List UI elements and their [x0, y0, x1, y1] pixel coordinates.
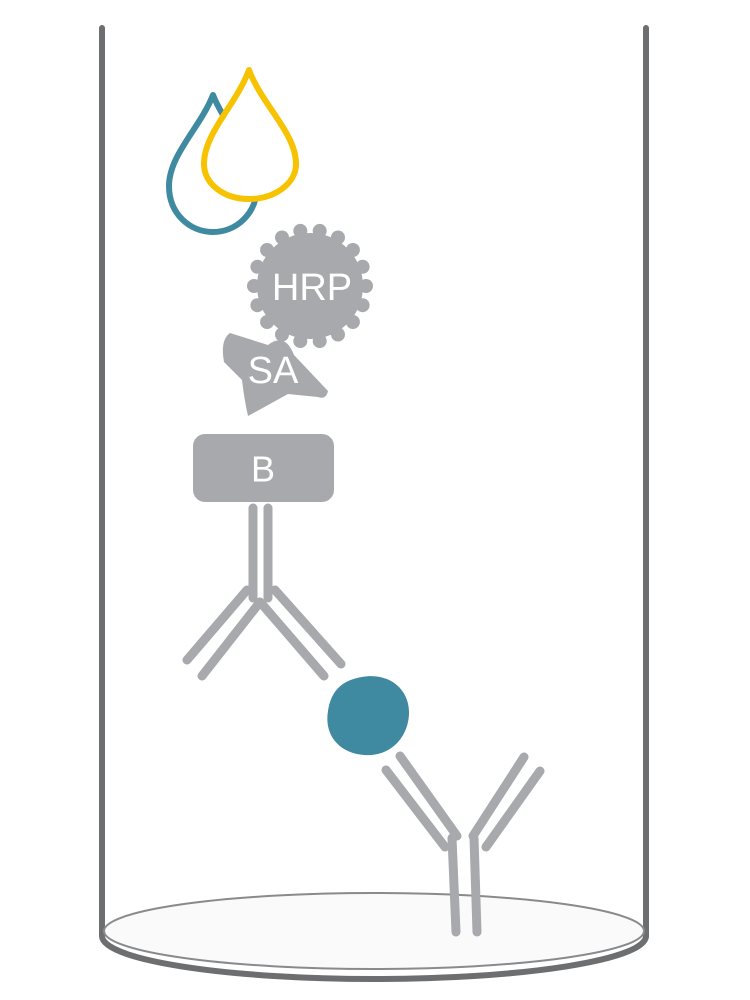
- hrp-label: HRP: [272, 267, 352, 309]
- yellow-droplet-icon: [201, 67, 299, 202]
- microplate-well: [99, 25, 649, 982]
- hrp-gear-icon: HRP: [247, 223, 373, 349]
- antigen-circle: [327, 676, 410, 756]
- biotin-label: B: [251, 449, 275, 490]
- streptavidin-label: SA: [248, 350, 299, 392]
- well-bottom-surface: [103, 892, 645, 970]
- detection-antibody: [182, 503, 346, 681]
- streptavidin-star-icon: SA: [222, 333, 328, 416]
- substrate-droplet-icon: [166, 67, 299, 235]
- capture-antibody: [381, 751, 545, 937]
- biotin-label-box: B: [193, 434, 334, 502]
- well-bottom-front-arc: [99, 935, 649, 982]
- hrp-gear-teeth: [247, 223, 373, 349]
